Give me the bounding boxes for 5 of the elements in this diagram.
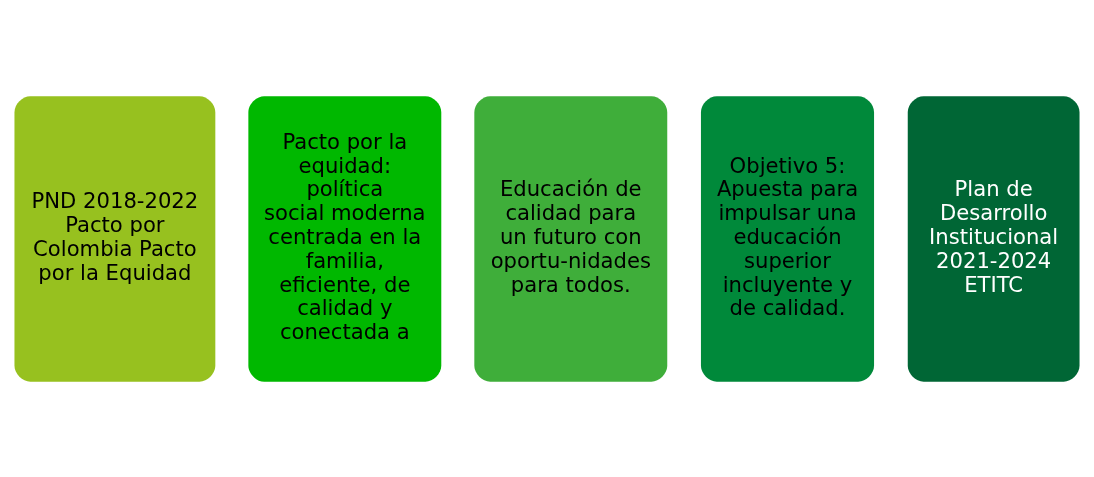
- node-box: Pacto por la equidad: política social moderna centrada en la familia, eficiente, de calidad y conectada a: [248, 95, 442, 382]
- node-box: Plan de Desarrollo Institucional 2021-2024 ETITC: [907, 95, 1080, 382]
- node-box: Educación de calidad para un futuro con oportu-nidades para todos.: [474, 95, 668, 382]
- node-box: Objetivo 5: Apuesta para impulsar una educación superior incluyente y de calidad.: [700, 95, 875, 382]
- node-box: PND 2018-2022 Pacto por Colombia Pacto por la Equidad: [14, 95, 216, 382]
